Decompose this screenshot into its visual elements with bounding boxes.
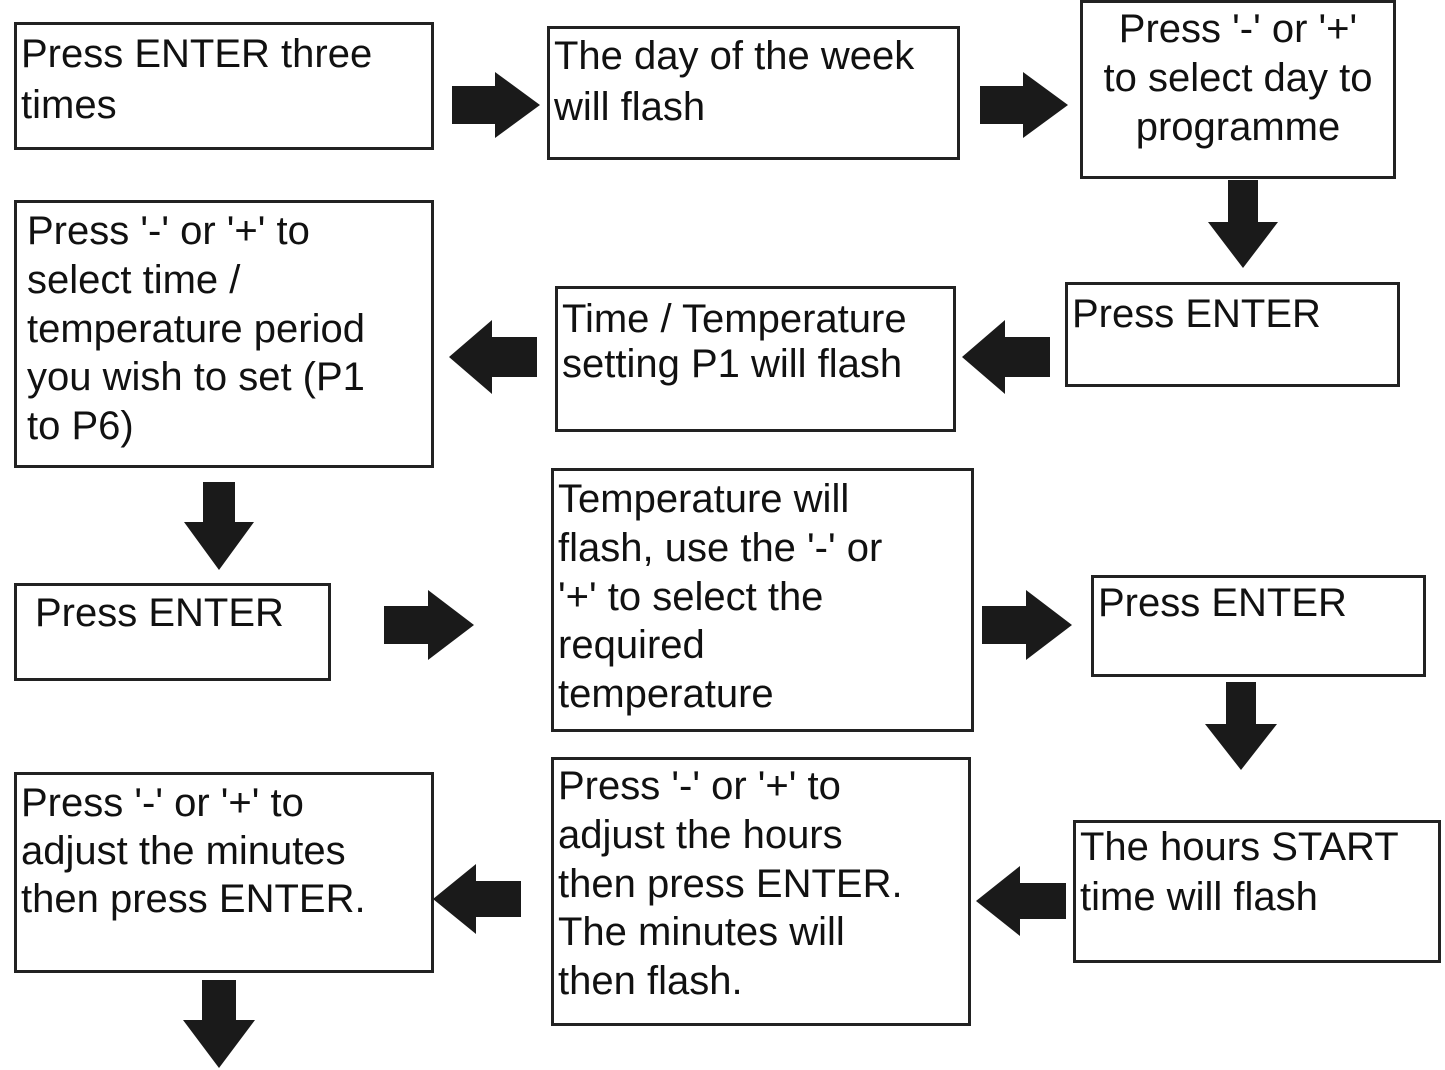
arrow-down-4 — [183, 980, 255, 1068]
arrow-left-2 — [449, 320, 537, 394]
step-hours-start-flash: The hours START time will flash — [1073, 820, 1441, 963]
arrow-right-4 — [982, 590, 1072, 660]
arrow-left-3 — [976, 866, 1066, 936]
step-adjust-hours: Press '-' or '+' to adjust the hours the… — [551, 757, 971, 1026]
step-day-of-week-flash: The day of the week will flash — [547, 26, 960, 160]
step-p1-will-flash: Time / Temperature setting P1 will flash — [555, 286, 956, 432]
step-temperature-flash: Temperature will flash, use the '-' or '… — [551, 468, 974, 732]
step-select-period: Press '-' or '+' to select time / temper… — [14, 200, 434, 468]
step-adjust-minutes: Press '-' or '+' to adjust the minutes t… — [14, 772, 434, 973]
arrow-down-1 — [1208, 180, 1278, 268]
arrow-right-1 — [452, 72, 540, 138]
arrow-down-2 — [184, 482, 254, 570]
arrow-right-2 — [980, 72, 1068, 138]
step-select-day: Press '-' or '+' to select day to progra… — [1080, 0, 1396, 179]
arrow-left-4 — [433, 864, 521, 934]
arrow-down-3 — [1205, 682, 1277, 770]
step-press-enter-after-period: Press ENTER — [14, 583, 331, 681]
step-press-enter-after-temperature: Press ENTER — [1091, 575, 1426, 677]
step-press-enter-three-times: Press ENTER three times — [14, 22, 434, 150]
step-press-enter-after-day: Press ENTER — [1065, 282, 1400, 387]
arrow-right-3 — [384, 590, 474, 660]
arrow-left-1 — [962, 320, 1050, 394]
